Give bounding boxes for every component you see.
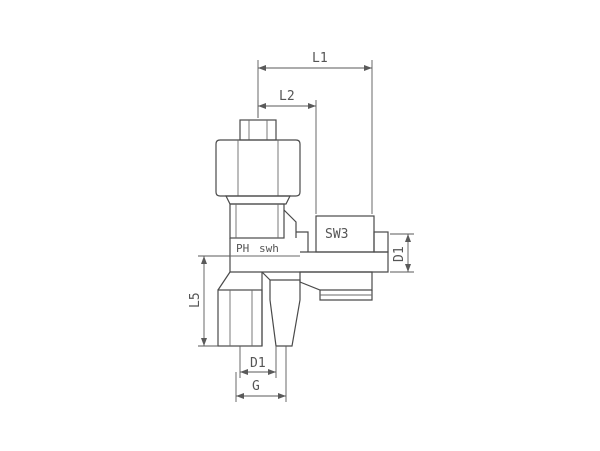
dim-l1-label: L1 bbox=[312, 51, 328, 66]
dim-l2-label: L2 bbox=[279, 89, 295, 104]
ph-label: PH bbox=[236, 242, 249, 255]
lower-branch bbox=[217, 271, 301, 347]
top-nut bbox=[215, 119, 301, 205]
dimension-l2 bbox=[257, 100, 317, 214]
body-shaft bbox=[229, 203, 309, 273]
sw3-label: SW3 bbox=[325, 227, 348, 242]
dimension-d1-right bbox=[390, 233, 414, 273]
dimension-g bbox=[235, 346, 287, 402]
dim-d1-right-label: D1 bbox=[392, 246, 407, 262]
dim-d1-bottom-label: D1 bbox=[250, 356, 266, 371]
dimension-l1 bbox=[257, 60, 373, 214]
dim-g-label: G bbox=[252, 379, 260, 394]
dimension-l5 bbox=[198, 255, 230, 347]
swh-label: swh bbox=[259, 242, 279, 255]
dim-l5-label: L5 bbox=[188, 292, 203, 308]
dimension-d1-bottom bbox=[239, 346, 277, 378]
